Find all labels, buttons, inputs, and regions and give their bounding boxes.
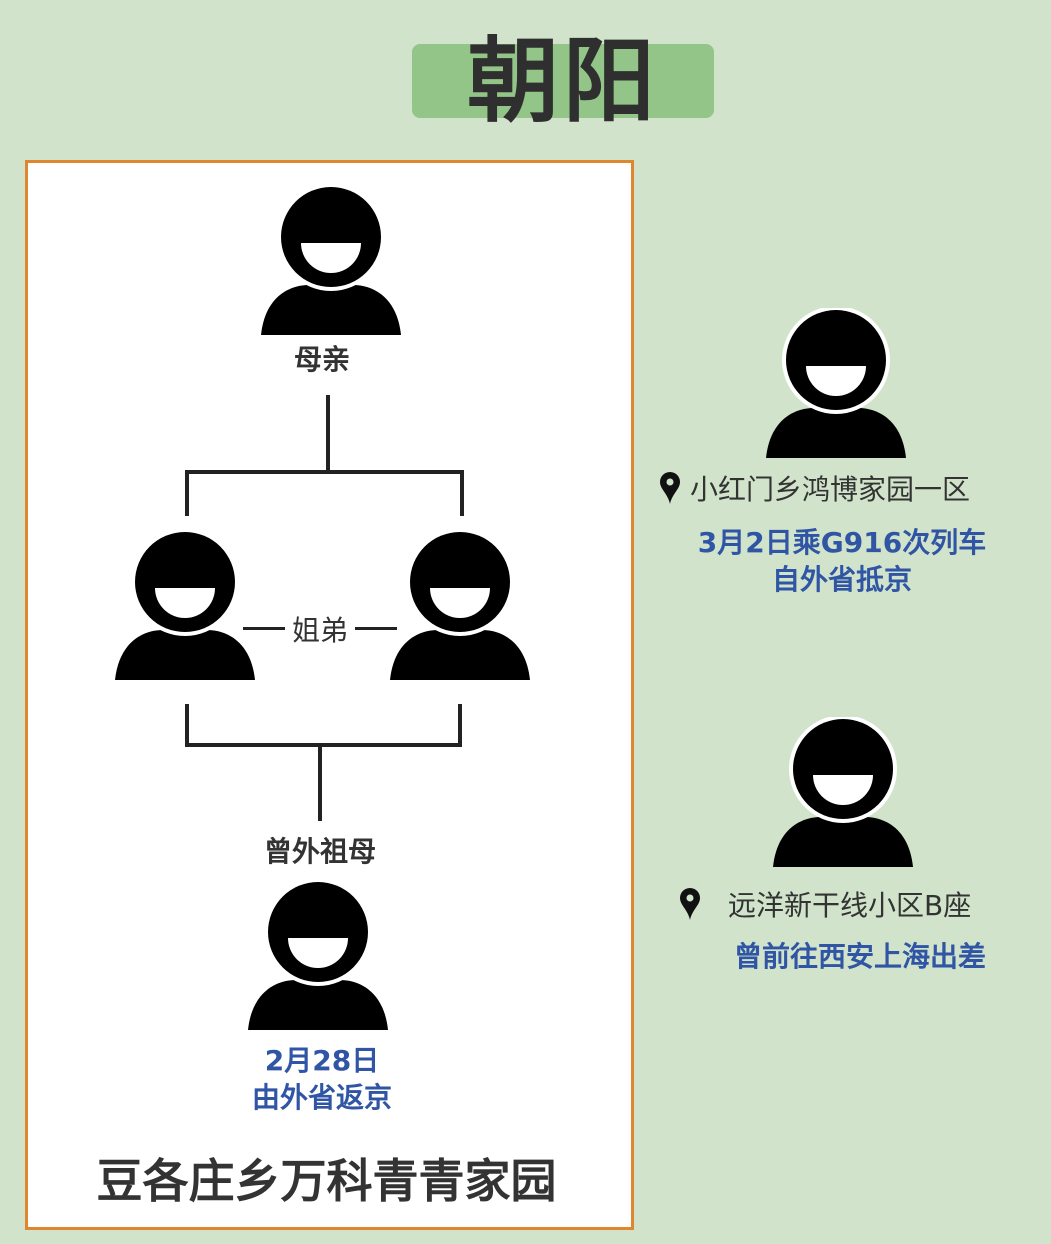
connector-line [460, 470, 464, 516]
person-icon [115, 530, 255, 680]
family-cluster-panel [25, 160, 634, 1230]
map-pin-icon [660, 472, 680, 504]
case-address: 远洋新干线小区B座 [680, 884, 971, 924]
note-line: 由外省返京 [251, 1081, 392, 1114]
connector-line [185, 470, 189, 516]
connector-line [185, 704, 189, 747]
connector-line [458, 704, 462, 747]
connector-line [318, 743, 322, 821]
case-note: 曾前往西安上海出差 [710, 938, 1010, 975]
relation-dash [243, 627, 285, 630]
person-icon [773, 717, 913, 867]
estate-name: 豆各庄乡万科青青家园 [96, 1154, 557, 1208]
map-pin-icon [680, 888, 700, 920]
person-icon [766, 308, 906, 458]
relation-dash [355, 627, 397, 630]
address-text: 远洋新干线小区B座 [728, 889, 972, 922]
person-icon [248, 880, 388, 1030]
case-address: 小红门乡鸿博家园一区 [660, 468, 970, 508]
great-grandmother-note: 2月28日 由外省返京 [172, 1042, 472, 1116]
great-grandmother-label: 曾外祖母 [263, 835, 376, 868]
district-title: 朝阳 [466, 28, 659, 135]
connector-line [185, 470, 464, 474]
note-line: 自外省抵京 [771, 563, 912, 596]
siblings-label: 姐弟 [291, 614, 348, 647]
address-text: 小红门乡鸿博家园一区 [690, 473, 971, 506]
note-line: 2月28日 [264, 1044, 380, 1077]
connector-line [185, 743, 462, 747]
person-icon [390, 530, 530, 680]
connector-line [326, 395, 330, 474]
person-icon [261, 185, 401, 335]
mother-label: 母亲 [293, 343, 350, 376]
note-line: 曾前往西安上海出差 [733, 940, 986, 973]
title-banner [412, 44, 714, 118]
case-note: 3月2日乘G916次列车 自外省抵京 [692, 524, 992, 598]
note-line: 3月2日乘G916次列车 [697, 526, 987, 559]
